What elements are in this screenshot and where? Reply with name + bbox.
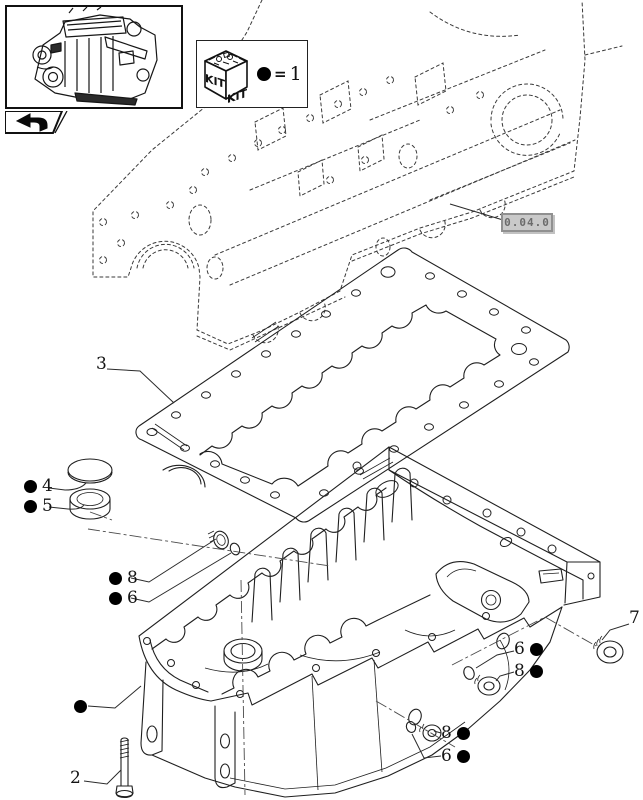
callout-number: 5 — [42, 496, 53, 516]
rear-flange-holes — [352, 461, 595, 580]
kit-cube-icon: KIT KIT — [204, 50, 248, 105]
block-bolt-holes — [99, 76, 484, 264]
plug-part-right — [474, 674, 501, 696]
kit-dot-icon — [109, 592, 122, 605]
kit-dot-icon — [456, 750, 470, 763]
oil-pan-sump — [138, 446, 601, 798]
callout-number: 6 — [127, 588, 138, 608]
ring-part — [69, 488, 111, 520]
sump-gasket — [135, 247, 570, 523]
callout-number: 8 — [441, 723, 452, 743]
callout-number: 6 — [441, 746, 452, 766]
kit-face-right-label: KIT — [227, 87, 247, 105]
callout-item-6-left: 6 — [109, 588, 138, 608]
callout-item-1-dot — [74, 699, 87, 714]
callout-item-8-bottom: 8 — [441, 723, 470, 743]
plug-part-left — [207, 530, 229, 550]
kit-dot-icon — [257, 67, 271, 81]
o-ring-part-right — [463, 666, 475, 680]
callout-number: 7 — [629, 608, 640, 628]
centerlines — [87, 511, 597, 796]
section-reference-label: 0.04.0 — [504, 216, 550, 229]
callout-item-8-right: 8 — [514, 661, 543, 681]
kit-dot-icon — [24, 500, 37, 513]
kit-quantity: 1 — [289, 63, 302, 85]
callout-item-8-left: 8 — [109, 568, 138, 588]
gasket-bolt-holes — [146, 266, 539, 499]
o-ring-part-bottom — [405, 721, 417, 733]
section-reference-box[interactable]: 0.04.0 — [501, 213, 553, 232]
bolt-part — [115, 737, 134, 799]
kit-dot-icon — [529, 665, 543, 678]
kit-legend: = 1 — [257, 63, 302, 85]
kit-equals: = — [274, 65, 287, 83]
callout-number: 4 — [42, 476, 53, 496]
kit-dot-icon — [74, 700, 87, 713]
pan-flange-holes — [143, 612, 490, 698]
callout-item-7: 7 — [629, 608, 640, 628]
engine-overview-thumbnail[interactable] — [5, 5, 183, 109]
cup-plug-part — [67, 458, 113, 484]
kit-dot-icon — [529, 643, 543, 656]
callout-number: 8 — [514, 661, 525, 681]
kit-dot-icon — [24, 480, 37, 493]
kit-dot-icon — [456, 727, 470, 740]
engine-thumbnail-art — [32, 7, 158, 106]
o-ring-part-left — [229, 542, 241, 556]
callout-number: 6 — [514, 639, 525, 659]
callout-item-5: 5 — [24, 496, 53, 516]
callout-item-6-right: 6 — [514, 639, 543, 659]
callout-number: 8 — [127, 568, 138, 588]
engine-block-phantom — [92, 0, 623, 351]
callout-item-2: 2 — [70, 768, 81, 788]
callout-item-6-bottom: 6 — [441, 746, 470, 766]
callout-item-4: 4 — [24, 476, 53, 496]
callout-number: 2 — [70, 768, 81, 788]
drain-plug-part-right — [593, 635, 624, 664]
back-arrow-tab[interactable] — [5, 111, 69, 135]
pan-internal-ribs — [251, 467, 413, 623]
callout-number: 3 — [96, 354, 107, 374]
callout-item-3: 3 — [96, 354, 107, 374]
leader-lines — [48, 203, 630, 785]
kit-dot-icon — [109, 572, 122, 585]
kit-legend-box: KIT KIT = 1 — [196, 40, 308, 108]
back-arrow-icon — [5, 111, 68, 134]
